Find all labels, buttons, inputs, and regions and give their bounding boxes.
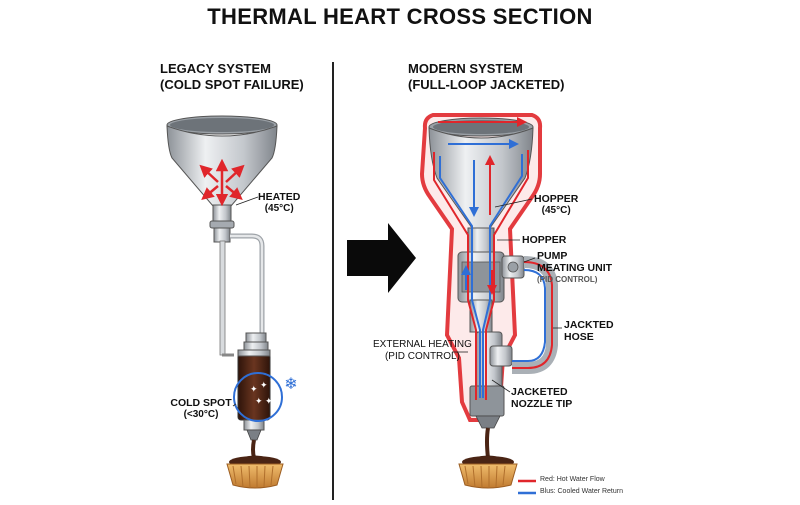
modern-leader-lines <box>452 198 562 393</box>
jacketed-nozzle-label: JACKETED NOZZLE TIP <box>511 386 572 410</box>
legacy-heated-line2: (45°C) <box>264 203 294 214</box>
jacketed-hose-line1: JACKTED <box>564 319 614 331</box>
legacy-heading-line2: (COLD SPOT FAILURE) <box>160 77 304 92</box>
transition-arrow <box>347 223 416 293</box>
legacy-tart <box>226 455 284 489</box>
modern-heading-line2: (FULL-LOOP JACKETED) <box>408 77 565 92</box>
pump-line1: PUMP <box>537 250 568 262</box>
modern-system-illustration <box>419 113 562 495</box>
svg-text:✦: ✦ <box>260 380 268 390</box>
snowflake-icon: ❄ <box>284 376 297 393</box>
modern-hopper-label-2: HOPPER <box>522 234 567 246</box>
cold-spot-sparkles: ✦✦ ✦✦ <box>250 380 273 406</box>
legacy-collar <box>209 220 235 229</box>
jacketed-hose-label: JACKTED HOSE <box>564 319 614 343</box>
modern-hopper-label: HOPPER (45°C) <box>534 193 578 217</box>
nozzle-line1: JACKETED <box>511 386 568 398</box>
cold-spot-label: COLD SPOT (<30°C) <box>164 397 238 421</box>
cold-spot-marker <box>233 372 283 422</box>
legacy-system-illustration: ✦✦ ✦✦ ❄ <box>166 115 298 489</box>
cold-spot-line2: (<30°C) <box>183 409 219 420</box>
legacy-heated-line1: HEATED <box>258 191 301 203</box>
modern-hopper-opening <box>433 120 529 134</box>
cool-water-return-lines <box>439 139 523 398</box>
modern-heading-line1: MODERN SYSTEM <box>408 61 523 76</box>
hopper-label-line1: HOPPER <box>534 193 579 205</box>
external-heating-line2: (PID CONTROL) <box>384 351 460 362</box>
svg-text:✦: ✦ <box>255 396 263 406</box>
page-title: THERMAL HEART CROSS SECTION <box>207 4 593 29</box>
external-heating-line1: EXTERNAL HEATING <box>373 339 472 350</box>
modern-tart <box>458 455 518 489</box>
legacy-heat-arrows <box>199 158 245 207</box>
legend-red-text: Red: Hot Water Flow <box>540 476 605 483</box>
jacketed-hose-line2: HOSE <box>564 331 594 343</box>
modern-nozzle-tip <box>475 415 501 429</box>
nozzle-line2: NOZZLE TIP <box>511 398 573 410</box>
legacy-heading: LEGACY SYSTEM (COLD SPOT FAILURE) <box>160 61 304 93</box>
pump-line2: MEATING UNIT <box>537 262 613 274</box>
modern-heading: MODERN SYSTEM (FULL-LOOP JACKETED) <box>408 61 564 93</box>
external-heating-label: EXTERNAL HEATING (PID CONTROL) <box>373 339 472 363</box>
cold-spot-line1: COLD SPOT <box>170 397 232 409</box>
hopper-label-line2: (45°C) <box>541 205 571 216</box>
legacy-hopper-neck <box>212 204 232 224</box>
pump-line3: (PID CONTROL) <box>537 275 598 284</box>
pump-label: PUMP MEATING UNIT (PID CONTROL) <box>537 250 612 286</box>
svg-text:✦: ✦ <box>265 396 273 406</box>
legacy-side-pipe <box>230 233 265 335</box>
legacy-heated-label: HEATED (45°C) <box>258 191 300 215</box>
legacy-hopper-opening <box>170 118 274 132</box>
svg-text:✦: ✦ <box>250 384 258 394</box>
legacy-feed-pipe <box>219 240 226 356</box>
legacy-heading-line1: LEGACY SYSTEM <box>160 61 272 76</box>
legend-blue-text: Blus: Cooled Water Return <box>540 488 623 495</box>
